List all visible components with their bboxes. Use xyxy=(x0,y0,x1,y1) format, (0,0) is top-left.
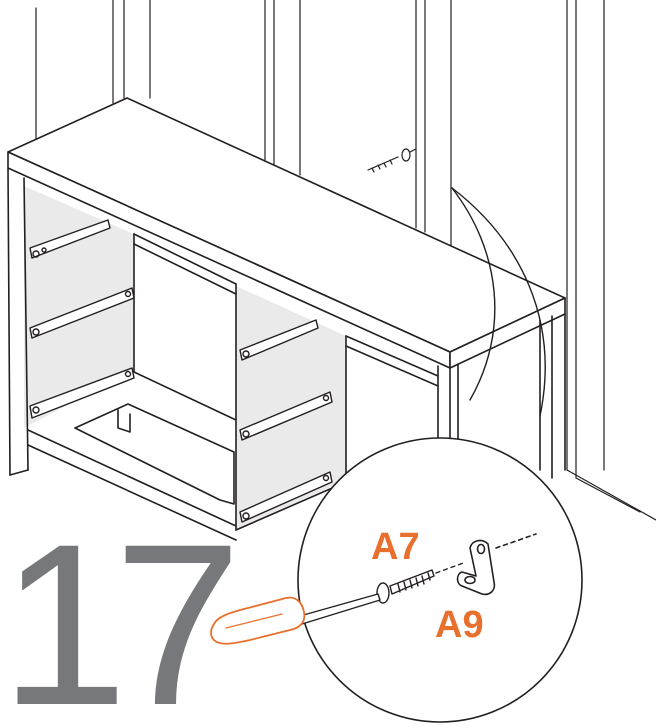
drawer-runners-center xyxy=(239,319,333,523)
drawer-runners-left xyxy=(29,219,135,419)
screw-icon xyxy=(376,561,467,604)
step-number: 17 xyxy=(0,496,242,728)
part-label-bracket: A9 xyxy=(435,604,484,646)
wall-lines xyxy=(35,0,656,521)
angle-bracket-icon xyxy=(456,533,537,596)
desk-top xyxy=(7,97,566,369)
part-label-screw: A7 xyxy=(371,526,420,568)
detail-callout xyxy=(297,187,583,723)
screwdriver-icon xyxy=(210,593,381,645)
wall-screw-icon xyxy=(367,148,417,173)
